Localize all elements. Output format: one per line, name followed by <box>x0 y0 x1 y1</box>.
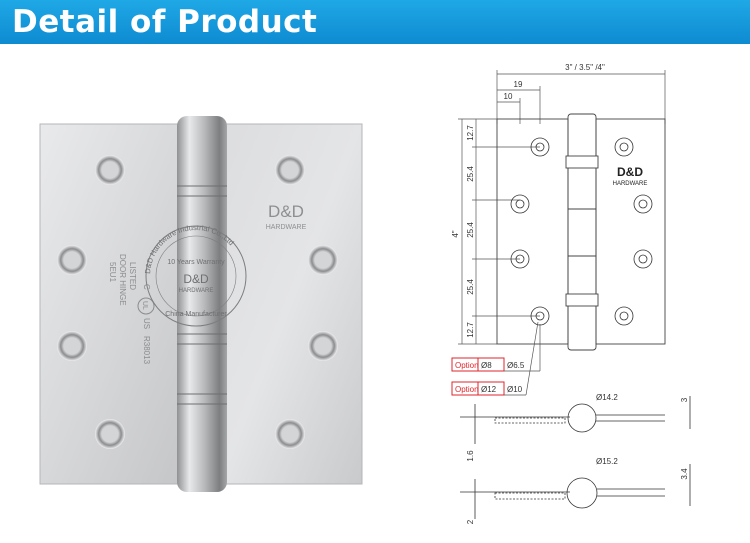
dim-v1: 12.7 <box>466 125 475 141</box>
svg-text:Ø12: Ø12 <box>481 385 497 394</box>
hinge-barrel <box>177 116 227 492</box>
dim-v5: 12.7 <box>466 322 475 338</box>
width-dimension <box>496 70 666 124</box>
technical-drawing: 3" / 3.5" /4" 19 10 4" 12.7 25.4 25.4 25… <box>451 63 691 524</box>
knuckle-dim-2: Ø15.2 <box>596 457 618 466</box>
option-callout-1: Option Ø8 Ø6.5 <box>451 324 541 372</box>
option-callout-2: Option Ø12 Ø10 <box>451 321 539 396</box>
dim-height: 4" <box>451 230 460 237</box>
photo-brand: D&D <box>268 202 304 221</box>
svg-text:Ø8: Ø8 <box>481 361 492 370</box>
svg-text:DOOR HINGE: DOOR HINGE <box>118 254 127 306</box>
dim-v3: 25.4 <box>466 222 475 238</box>
product-photo: LISTED DOOR HINGE 5EU1 C UL US R38013 D&… <box>39 116 363 492</box>
svg-text:LISTED: LISTED <box>128 262 137 290</box>
right-screw-holes <box>275 155 338 449</box>
svg-text:Ø10: Ø10 <box>507 385 523 394</box>
gap-dim-1: 3 <box>680 397 689 402</box>
svg-text:C: C <box>142 284 151 290</box>
hinge-outline <box>496 113 666 351</box>
knuckle-dim-1: Ø14.2 <box>596 393 618 402</box>
dim-v4: 25.4 <box>466 279 475 295</box>
drawing-brand-sub: HARDWARE <box>613 181 648 187</box>
profile-section-2 <box>460 464 691 519</box>
svg-text:UL: UL <box>141 301 148 310</box>
dim-v2: 25.4 <box>466 166 475 182</box>
svg-text:5EU1: 5EU1 <box>108 262 117 283</box>
dim-width: 3" / 3.5" /4" <box>565 63 605 72</box>
svg-text:Ø6.5: Ø6.5 <box>507 361 525 370</box>
header-banner: Detail of Product <box>0 0 750 44</box>
ul-listing-mark: LISTED DOOR HINGE 5EU1 C UL US R38013 <box>108 254 155 365</box>
svg-text:10 Years Warranty: 10 Years Warranty <box>167 259 225 266</box>
drawing-screw-holes <box>510 137 653 326</box>
height-dimensions <box>458 118 540 345</box>
drawing-brand: D&D <box>617 165 643 179</box>
profile-section-1 <box>460 396 691 444</box>
svg-text:China Manufacturer: China Manufacturer <box>165 311 227 318</box>
photo-brand-sub: HARDWARE <box>266 224 307 231</box>
thickness-dim-1: 1.6 <box>466 450 475 462</box>
svg-text:Option: Option <box>455 361 479 370</box>
dim-10: 10 <box>504 92 513 101</box>
svg-text:R38013: R38013 <box>142 336 151 365</box>
svg-text:HARDWARE: HARDWARE <box>179 288 214 294</box>
gap-dim-2: 3.4 <box>680 468 689 480</box>
thickness-dim-2: 2 <box>466 519 475 524</box>
dim-19: 19 <box>514 80 523 89</box>
svg-text:D&D: D&D <box>183 272 209 286</box>
svg-text:Option: Option <box>455 385 479 394</box>
left-screw-holes <box>57 155 125 449</box>
barrel-knuckle-joints <box>177 185 227 405</box>
svg-text:US: US <box>142 318 151 329</box>
page-title: Detail of Product <box>12 4 318 40</box>
